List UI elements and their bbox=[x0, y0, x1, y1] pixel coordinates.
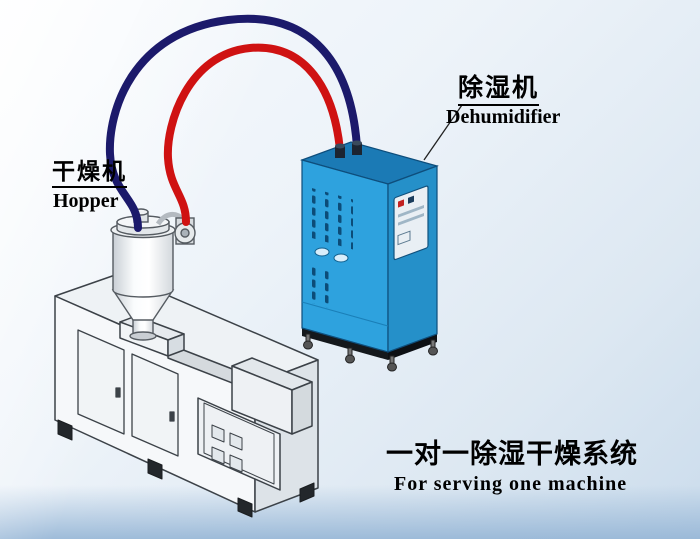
dehumidifier-label-cn: 除湿机 bbox=[458, 75, 540, 107]
extruder-die-box bbox=[231, 357, 313, 435]
system-title-cn: 一对一除湿干燥系统 bbox=[386, 439, 638, 469]
hopper-label-cn: 干燥机 bbox=[52, 159, 127, 189]
blue-supply-pipe bbox=[105, 14, 361, 232]
hopper-blower bbox=[174, 217, 196, 245]
dehumidifier-unit bbox=[300, 140, 439, 372]
extruder-machine bbox=[54, 273, 319, 518]
extruder-door-panels bbox=[77, 329, 179, 457]
hopper-label-en: Hopper bbox=[53, 190, 119, 212]
panel-indicator-dark bbox=[408, 195, 414, 204]
dehumidifier-control-panel bbox=[393, 185, 429, 261]
panel-indicator-red bbox=[398, 199, 404, 208]
system-title-en: For serving one machine bbox=[394, 473, 628, 495]
oval-vent-icon bbox=[333, 253, 349, 263]
red-return-pipe bbox=[163, 43, 344, 226]
extruder-side-panel bbox=[197, 397, 281, 491]
dehumidifier-casters bbox=[303, 333, 438, 372]
oval-vent-icon bbox=[314, 247, 330, 257]
dehumidifier-vents bbox=[308, 187, 353, 310]
extruder-feet bbox=[57, 419, 315, 518]
panel-display bbox=[397, 230, 411, 246]
dehumidifier-label-en: Dehumidifier bbox=[446, 106, 561, 128]
pipe-connectors bbox=[335, 140, 362, 158]
dehumidifier-leader-line bbox=[423, 104, 463, 161]
